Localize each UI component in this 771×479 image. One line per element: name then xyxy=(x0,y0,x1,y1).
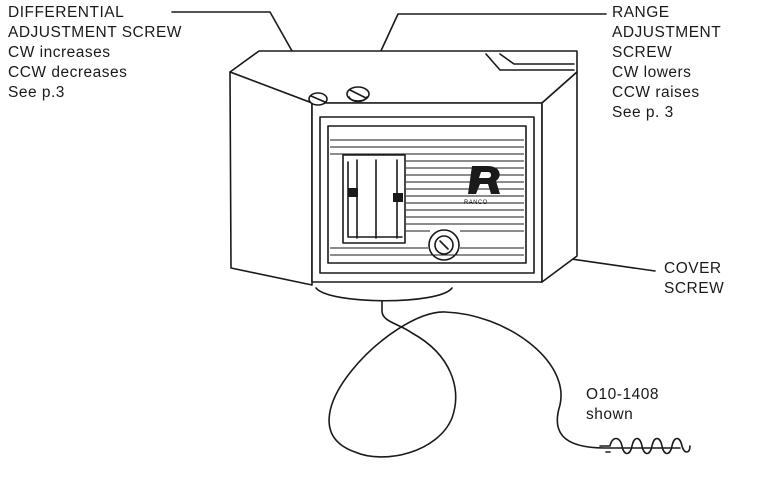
callout-line: RANGE xyxy=(612,4,670,21)
range-screw-icon xyxy=(346,86,370,103)
differential-screw-icon xyxy=(308,92,328,106)
callout-line: COVER xyxy=(664,260,722,277)
callout-line: shown xyxy=(586,406,634,423)
callout-line: SCREW xyxy=(664,280,725,297)
callout-line: SCREW xyxy=(612,44,673,61)
callout-line: See p.3 xyxy=(8,84,65,101)
callout-line: CW lowers xyxy=(612,64,692,81)
cover-grille-lines xyxy=(330,139,524,256)
ranco-logo: RANCO xyxy=(464,166,500,206)
coiled-bulb xyxy=(599,437,691,455)
callout-line: CCW decreases xyxy=(8,64,128,81)
dial-markers xyxy=(348,188,403,202)
bottom-boss xyxy=(315,287,453,302)
callout-line: ADJUSTMENT xyxy=(612,24,722,41)
differential-adjustment-callout: DIFFERENTIAL ADJUSTMENT SCREW CW increas… xyxy=(8,3,182,103)
range-adjustment-callout: RANGE ADJUSTMENT SCREW CW lowers CCW rai… xyxy=(612,3,721,123)
callout-line: See p. 3 xyxy=(612,104,674,121)
callout-line: O10-1408 xyxy=(586,386,659,403)
capillary-tube xyxy=(328,295,681,458)
callout-line: DIFFERENTIAL xyxy=(8,4,125,21)
cover-screw-callout: COVER SCREW xyxy=(664,259,724,299)
cover-screw-icon xyxy=(428,229,460,261)
callout-line: CCW raises xyxy=(612,84,700,101)
callout-line: ADJUSTMENT SCREW xyxy=(8,24,182,41)
logo-brand-text: RANCO xyxy=(464,200,488,206)
front-cover-frame xyxy=(319,116,535,274)
callout-line: CW increases xyxy=(8,44,111,61)
model-number-callout: O10-1408 shown xyxy=(586,385,659,425)
